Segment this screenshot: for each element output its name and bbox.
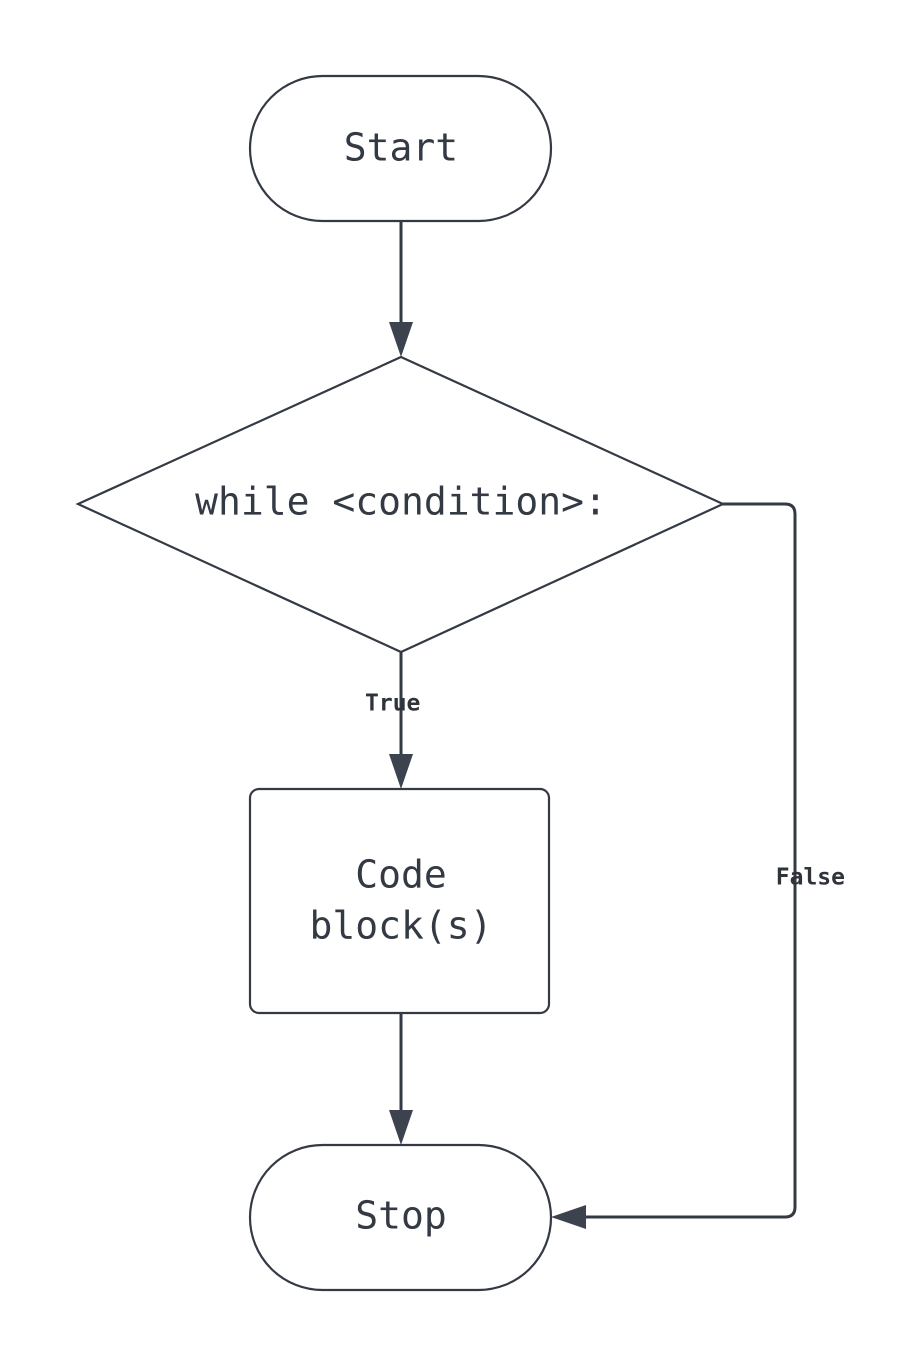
node-stop-label: Stop <box>355 1194 447 1238</box>
edge-condition-to-code: True <box>365 652 420 789</box>
arrow-head-false-to-stop <box>551 1205 586 1229</box>
edge-label-true: True <box>365 691 420 717</box>
arrow-head-to-condition <box>389 322 413 357</box>
node-start-label: Start <box>344 126 458 170</box>
node-condition-label: while <condition>: <box>195 480 607 524</box>
edge-condition-to-stop: False <box>551 502 845 1229</box>
node-start-shape[interactable] <box>248 74 553 223</box>
node-stop[interactable]: Stop <box>248 1143 553 1292</box>
arrow-head-to-code <box>389 754 413 789</box>
node-start[interactable]: Start <box>248 74 553 223</box>
node-code-block-shape[interactable] <box>248 787 551 1015</box>
arrow-head-to-stop <box>389 1110 413 1145</box>
edge-code-to-stop <box>389 1013 413 1145</box>
edge-line-condition-stop-false <box>578 502 797 1219</box>
node-code-block-label-line2: block(s) <box>309 904 492 948</box>
node-code-block-label-line1: Code <box>355 853 447 897</box>
node-stop-shape[interactable] <box>248 1143 553 1292</box>
node-code-block[interactable]: Code block(s) <box>248 787 551 1015</box>
node-condition[interactable]: while <condition>: <box>75 355 726 654</box>
node-condition-shape[interactable] <box>75 355 726 654</box>
edge-start-to-condition <box>389 221 413 357</box>
edge-label-false: False <box>776 865 845 891</box>
